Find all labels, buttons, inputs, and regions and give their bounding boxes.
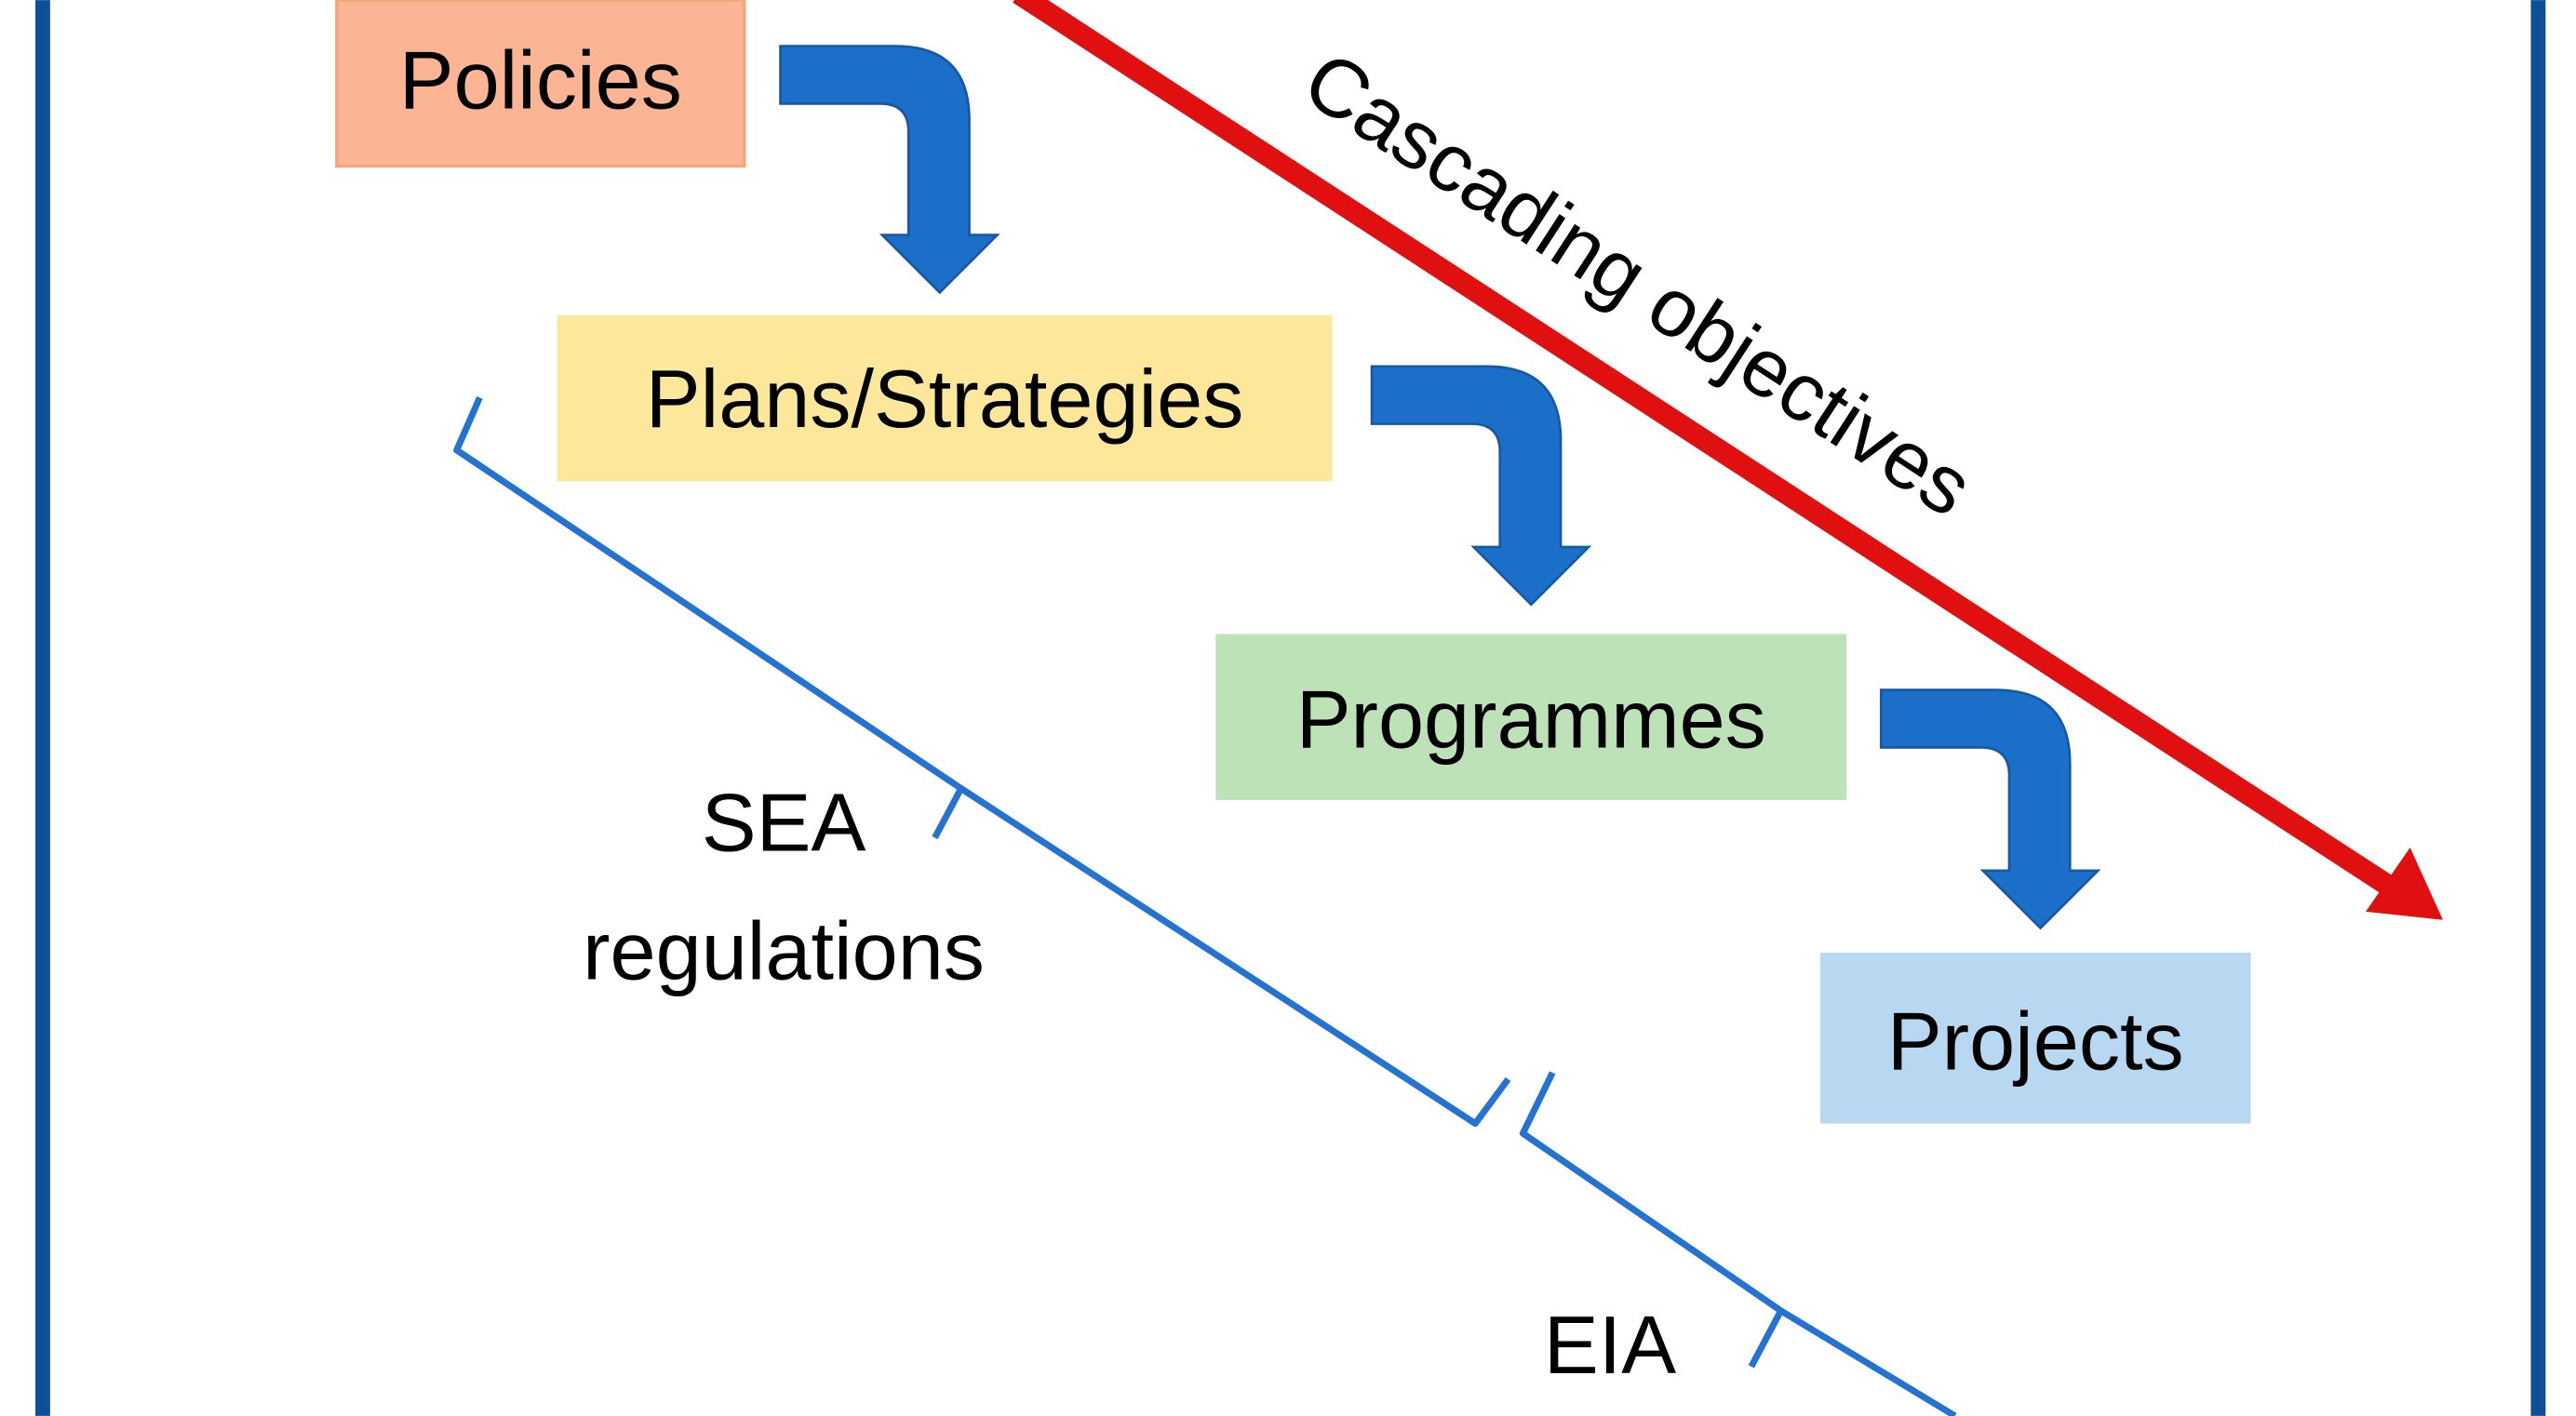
flow-arrow-plans-to-programmes	[1370, 365, 1592, 607]
node-programmes-label: Programmes	[1296, 673, 1766, 765]
flow-arrow-policies-to-plans	[779, 45, 1000, 295]
node-policies: Policies	[335, 0, 746, 168]
node-plans: Plans/Strategies	[557, 315, 1333, 482]
cascade-arrow	[1013, 0, 2444, 920]
node-projects: Projects	[1819, 953, 2251, 1124]
node-plans-label: Plans/Strategies	[646, 353, 1244, 445]
node-policies-label: Policies	[399, 34, 682, 127]
sea-bracket	[453, 395, 1511, 1128]
cascade-label: Cascading objectives	[1288, 33, 1989, 534]
eia-label: EIA	[1544, 1299, 1676, 1391]
node-projects-label: Projects	[1887, 995, 2184, 1087]
flow-arrow-programmes-to-projects	[1879, 688, 2101, 930]
sea-label-line1: SEA	[702, 777, 866, 869]
node-programmes: Programmes	[1215, 634, 1847, 800]
eia-bracket	[1519, 1071, 1957, 1416]
sea-label-line2: regulations	[583, 904, 985, 996]
